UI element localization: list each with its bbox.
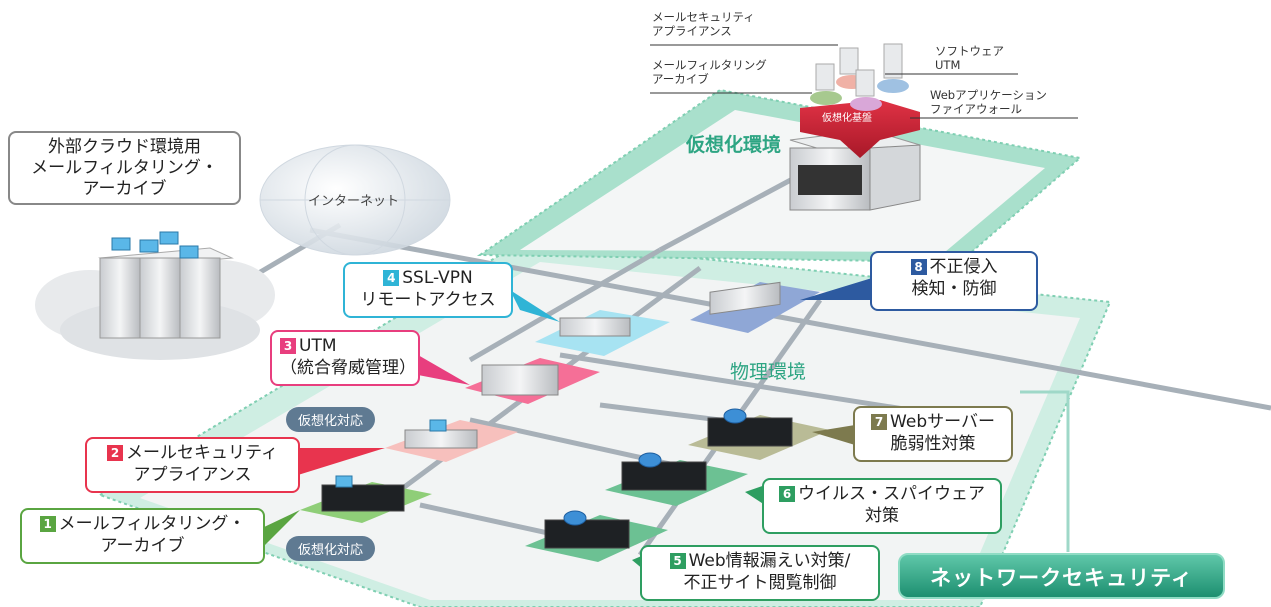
device-4 xyxy=(559,317,631,337)
globe-icon xyxy=(563,510,587,526)
wedge-3 xyxy=(418,355,470,385)
network-security-button[interactable]: ネットワークセキュリティ xyxy=(898,553,1225,599)
wedge-6 xyxy=(745,485,765,505)
wedge-7 xyxy=(812,425,855,445)
wedge-1 xyxy=(262,510,300,548)
device-3 xyxy=(481,364,559,396)
wedge-8 xyxy=(800,278,872,300)
internet-globe-icon xyxy=(259,144,451,256)
virtual-support-badge: 仮想化対応 xyxy=(286,407,376,432)
device-1 xyxy=(321,484,405,512)
label-virtualization-base: 仮想化基盤 xyxy=(822,113,872,124)
label-mail-filtering-archive: メールフィルタリングアーカイブ xyxy=(652,58,767,86)
wedge-4 xyxy=(510,290,560,322)
cloud-server-rack xyxy=(98,231,234,339)
virtual-support-badge: 仮想化対応 xyxy=(286,536,376,561)
virtual-cylinders xyxy=(810,43,909,111)
zone-virtual-label: 仮想化環境 xyxy=(686,134,782,156)
label-web-app-firewall: Webアプリケーションファイアウォール xyxy=(930,88,1047,116)
label-mail-security-appliance: メールセキュリティアプライアンス xyxy=(652,10,755,38)
device-2 xyxy=(404,429,478,449)
mail-icon xyxy=(335,475,353,488)
cloud-callout: 外部クラウド環境用メールフィルタリング・アーカイブ xyxy=(8,131,241,205)
globe-icon xyxy=(723,408,747,424)
internet-label: インターネット xyxy=(308,194,400,209)
button-connector xyxy=(1020,390,1070,552)
wedge-2 xyxy=(298,448,385,475)
device-8 xyxy=(709,281,781,315)
zone-physical-label: 物理環境 xyxy=(730,361,807,383)
mail-icon xyxy=(429,419,447,432)
globe-icon xyxy=(638,452,662,468)
device-6 xyxy=(621,461,707,491)
device-5 xyxy=(544,519,630,549)
device-7 xyxy=(707,417,793,447)
virtualization-base xyxy=(800,100,920,158)
